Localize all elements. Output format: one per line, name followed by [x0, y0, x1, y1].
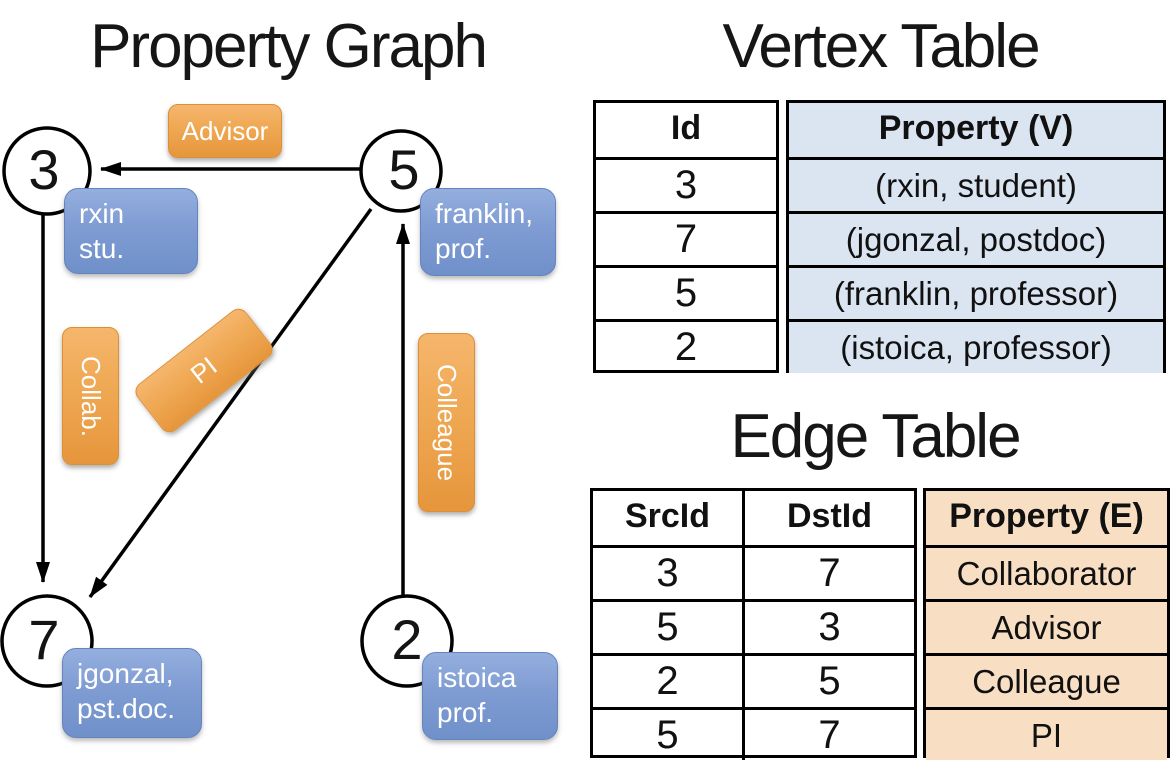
- table-cell: 7: [596, 211, 776, 265]
- edge-label-colleague-text: Colleague: [432, 363, 462, 482]
- vertex-label-7-line1: jgonzal,: [77, 658, 174, 689]
- node-id-5: 5: [388, 137, 420, 201]
- table-cell: 5: [596, 265, 776, 319]
- property-graph-title: Property Graph: [90, 12, 488, 81]
- table-cell: 5: [593, 707, 742, 760]
- table-cell: (franklin, professor): [789, 265, 1163, 319]
- edge-table-title: Edge Table: [730, 402, 1021, 471]
- edge-table-id-columns: SrcId 3 5 2 5 DstId 7 3 5 7: [590, 488, 917, 760]
- table-cell: PI: [926, 707, 1167, 760]
- vertex-label-5-line1: franklin,: [435, 198, 534, 229]
- table-cell: 7: [745, 545, 914, 599]
- edge-label-collab-text: Collab.: [76, 355, 106, 437]
- table-cell: 2: [593, 653, 742, 707]
- edge-table-property-header: Property (E): [926, 491, 1167, 545]
- vertex-table-property-header: Property (V): [789, 103, 1163, 157]
- vertex-label-7-line2: pst.doc.: [77, 693, 176, 724]
- table-cell: 5: [593, 599, 742, 653]
- edge-table-dst-header: DstId: [787, 497, 872, 535]
- vertex-label-2-line1: istoica: [437, 662, 517, 693]
- edge-table-dst-column: DstId 7 3 5 7: [742, 491, 914, 760]
- table-cell: 5: [745, 653, 914, 707]
- table-cell: (rxin, student): [789, 157, 1163, 211]
- table-cell: 3: [745, 599, 914, 653]
- node-circle-5: [359, 129, 443, 213]
- vertex-table-title: Vertex Table: [722, 12, 1040, 81]
- edge-label-pi-text: PI: [184, 350, 223, 390]
- table-cell: 3: [596, 157, 776, 211]
- node-id-2: 2: [391, 607, 423, 671]
- vertex-label-5-line2: prof.: [435, 233, 492, 264]
- vertex-table-id-column: Id 3 7 5 2: [593, 100, 779, 373]
- table-cell: (jgonzal, postdoc): [789, 211, 1163, 265]
- edge-arrow-5-to-7: [88, 207, 373, 599]
- edge-label-collab: Collab.: [62, 327, 119, 465]
- table-cell: (istoica, professor): [789, 319, 1163, 373]
- table-cell: 7: [745, 707, 914, 760]
- vertex-label-3-line2: stu.: [79, 233, 125, 264]
- edge-table-src-column: SrcId 3 5 2 5: [593, 491, 742, 760]
- vertex-table-property-column: Property (V) (rxin, student) (jgonzal, p…: [786, 100, 1166, 373]
- edge-table-src-header: SrcId: [624, 497, 711, 535]
- table-cell: Colleague: [926, 653, 1167, 707]
- edge-label-advisor-text: Advisor: [181, 115, 269, 146]
- vertex-label-3: rxin stu.: [64, 188, 198, 274]
- vertex-label-7: jgonzal, pst.doc.: [62, 648, 202, 738]
- table-cell: Collaborator: [926, 545, 1167, 599]
- vertex-table-id-header: Id: [670, 109, 702, 147]
- edge-label-colleague: Colleague: [418, 333, 475, 512]
- table-cell: Advisor: [926, 599, 1167, 653]
- vertex-label-5: franklin, prof.: [420, 188, 556, 276]
- vertex-label-2: istoica prof.: [422, 652, 558, 740]
- edge-label-advisor: Advisor: [168, 104, 282, 158]
- vertex-label-3-line1: rxin: [79, 198, 125, 229]
- table-cell: 2: [596, 319, 776, 373]
- vertex-label-2-line2: prof.: [437, 697, 494, 728]
- node-id-7: 7: [28, 607, 60, 671]
- table-cell: 3: [593, 545, 742, 599]
- node-id-3: 3: [28, 137, 60, 201]
- edge-table-property-column: Property (E) Collaborator Advisor Collea…: [923, 488, 1170, 760]
